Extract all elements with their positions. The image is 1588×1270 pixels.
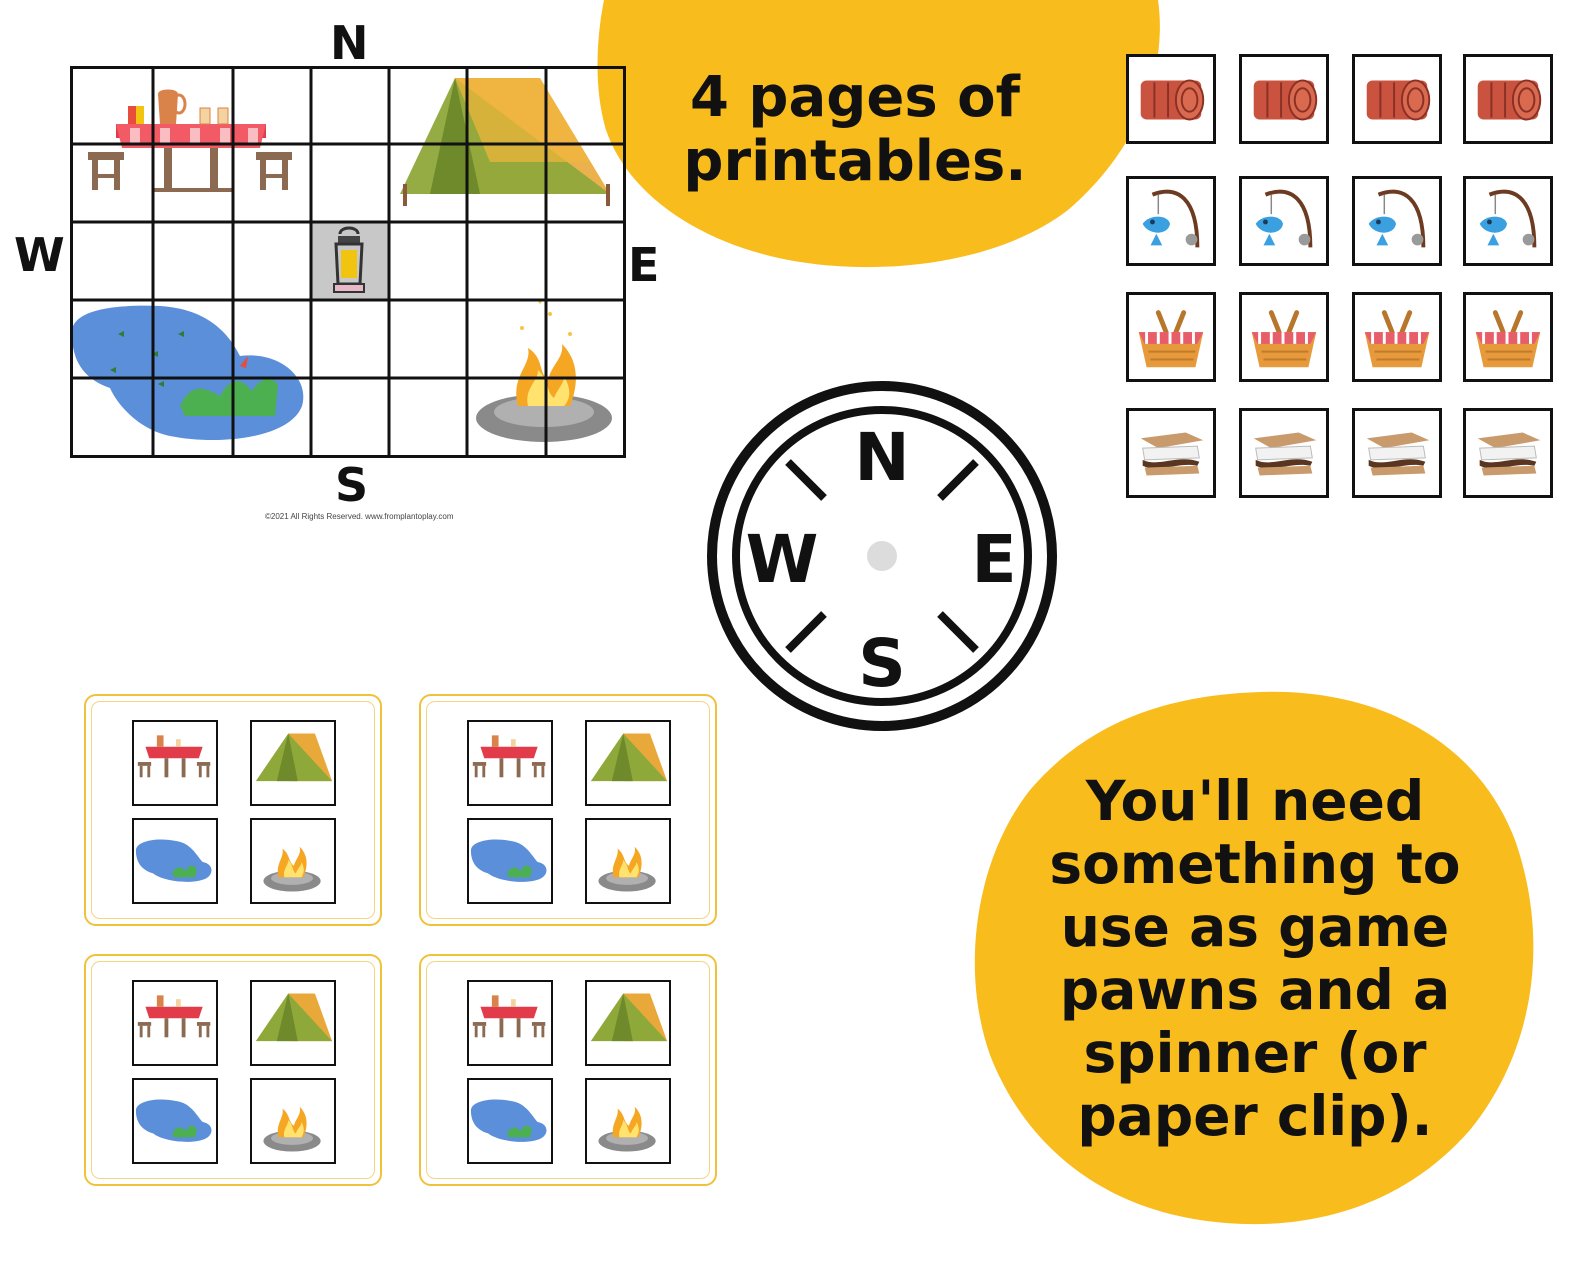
fishing-rod-card <box>1352 176 1442 266</box>
tent-tile <box>585 720 671 806</box>
compass-south-label: S <box>858 625 906 702</box>
sleeping-bag-card <box>1352 54 1442 144</box>
board-grid-lines <box>70 66 626 458</box>
tent-tile <box>250 980 336 1066</box>
picnic-table-picture <box>88 89 292 192</box>
sleeping-bag-icon <box>1252 79 1318 121</box>
compass-west-label: W <box>746 521 819 598</box>
picnic-table-icon <box>137 735 211 778</box>
tent-icon <box>255 993 333 1042</box>
pond-tile <box>132 818 218 904</box>
campsite-board <box>70 66 626 458</box>
smore-icon <box>1140 432 1204 476</box>
fishing-rod-card <box>1126 176 1216 266</box>
campfire-tile <box>250 1078 336 1164</box>
campfire-tile <box>585 1078 671 1164</box>
campfire-icon <box>263 846 321 892</box>
fishing-rod-card <box>1463 176 1553 266</box>
smore-card <box>1352 408 1442 498</box>
compass-east-label: E <box>971 521 1016 598</box>
picnic-table-tile <box>467 980 553 1066</box>
pond-icon <box>470 1099 547 1142</box>
compass-north-label: N <box>854 419 909 496</box>
picnic-basket-icon <box>1129 295 1213 379</box>
board-north-label: N <box>330 16 369 70</box>
campfire-icon <box>263 1106 321 1152</box>
picnic-basket-icon <box>1242 295 1326 379</box>
fishing-rod-icon <box>1366 189 1426 250</box>
pond-icon <box>135 1099 212 1142</box>
picnic-basket-card <box>1463 292 1553 382</box>
tent-icon <box>590 993 668 1042</box>
picnic-table-tile <box>467 720 553 806</box>
tent-picture <box>400 78 610 206</box>
campfire-tile <box>585 818 671 904</box>
board-east-label: E <box>628 238 660 292</box>
compass-center-dot <box>867 541 897 571</box>
smore-icon <box>1253 432 1317 476</box>
fishing-rod-icon <box>1477 189 1537 250</box>
tent-icon <box>255 733 333 782</box>
sleeping-bag-icon <box>1476 79 1542 121</box>
campfire-picture <box>476 300 612 442</box>
picnic-table-icon <box>472 735 546 778</box>
sleeping-bag-card <box>1239 54 1329 144</box>
smore-icon <box>1366 432 1430 476</box>
copyright-text: ©2021 All Rights Reserved. www.fromplant… <box>265 512 454 521</box>
pond-icon <box>470 839 547 882</box>
supplies-callout: You'll need something to use as game paw… <box>1049 769 1461 1148</box>
campfire-icon <box>598 846 656 892</box>
tent-icon <box>590 733 668 782</box>
yellow-blob-top <box>597 0 1160 268</box>
picnic-table-icon <box>472 995 546 1038</box>
mini-board <box>84 954 382 1186</box>
picnic-table-icon <box>137 995 211 1038</box>
tent-tile <box>250 720 336 806</box>
smore-icon <box>1477 432 1541 476</box>
compass-spinner: N S W E <box>707 381 1057 731</box>
tent-tile <box>585 980 671 1066</box>
board-south-label: S <box>335 458 369 512</box>
mini-board <box>419 954 717 1186</box>
smore-card <box>1126 408 1216 498</box>
pond-picture <box>71 305 304 441</box>
smore-card <box>1239 408 1329 498</box>
fishing-rod-icon <box>1253 189 1313 250</box>
campfire-tile <box>250 818 336 904</box>
picnic-basket-card <box>1352 292 1442 382</box>
yellow-blob-bottom <box>974 691 1534 1225</box>
sleeping-bag-icon <box>1139 79 1205 121</box>
board-west-label: W <box>14 228 65 282</box>
picnic-basket-card <box>1126 292 1216 382</box>
fishing-rod-icon <box>1140 189 1200 250</box>
picnic-basket-card <box>1239 292 1329 382</box>
pond-tile <box>467 818 553 904</box>
sleeping-bag-icon <box>1365 79 1431 121</box>
pond-tile <box>467 1078 553 1164</box>
picnic-basket-icon <box>1466 295 1550 379</box>
printables-callout: 4 pages of printables. <box>683 65 1027 194</box>
picnic-basket-icon <box>1355 295 1439 379</box>
pond-tile <box>132 1078 218 1164</box>
sleeping-bag-card <box>1126 54 1216 144</box>
sleeping-bag-card <box>1463 54 1553 144</box>
pond-icon <box>135 839 212 882</box>
campfire-icon <box>598 1106 656 1152</box>
fishing-rod-card <box>1239 176 1329 266</box>
picnic-table-tile <box>132 720 218 806</box>
lantern-picture <box>333 226 365 293</box>
smore-card <box>1463 408 1553 498</box>
mini-board <box>84 694 382 926</box>
picnic-table-tile <box>132 980 218 1066</box>
mini-board <box>419 694 717 926</box>
